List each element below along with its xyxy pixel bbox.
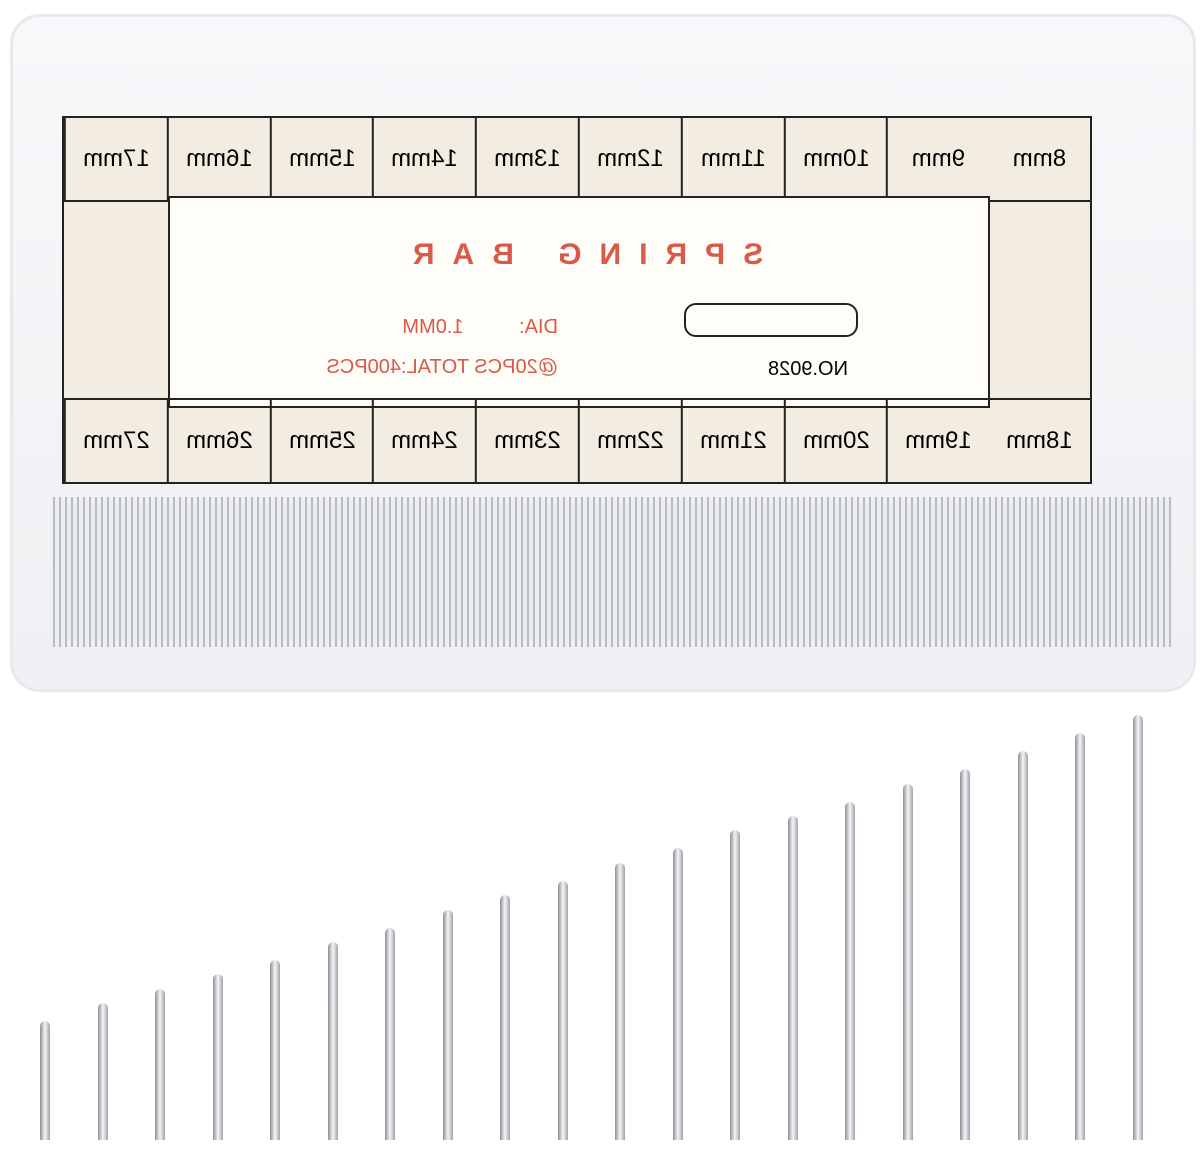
bulk-pins bbox=[53, 497, 1173, 647]
spring-bar bbox=[557, 880, 568, 1140]
quantity-text: @20PCS TOTAL:400PCS bbox=[326, 356, 558, 378]
spring-bar bbox=[442, 909, 453, 1140]
size-cell: 27mm bbox=[64, 400, 167, 482]
size-cell: 23mm bbox=[475, 400, 578, 482]
size-cell: 26mm bbox=[166, 400, 270, 482]
spring-bar bbox=[385, 927, 395, 1140]
label-center: SPRING BAR DIA: 1.0MM @20PCS TOTAL:400PC… bbox=[168, 196, 990, 408]
size-cell: 9mm bbox=[886, 118, 990, 200]
size-cell: 16mm bbox=[166, 118, 270, 200]
size-cell: 15mm bbox=[269, 118, 373, 200]
top-size-row: 17mm 16mm 15mm 14mm 13mm 12mm 11mm 10mm … bbox=[64, 118, 1090, 202]
size-cell: 11mm bbox=[680, 118, 784, 200]
size-cell: 22mm bbox=[577, 400, 681, 482]
size-cell: 21mm bbox=[680, 400, 784, 482]
spring-bar-icon bbox=[684, 303, 858, 337]
spring-bar bbox=[672, 848, 683, 1140]
size-cell: 12mm bbox=[577, 118, 681, 200]
spring-bar bbox=[500, 895, 510, 1140]
size-cell: 20mm bbox=[783, 400, 887, 482]
diameter-text: DIA: 1.0MM bbox=[402, 316, 558, 338]
spring-bar bbox=[960, 769, 970, 1140]
spring-bar-lineup bbox=[40, 700, 1170, 1140]
size-cell: 10mm bbox=[783, 118, 887, 200]
size-cell: 25mm bbox=[269, 400, 373, 482]
spring-bar bbox=[1017, 751, 1028, 1140]
size-cell: 13mm bbox=[475, 118, 578, 200]
size-cell: 8mm bbox=[1012, 145, 1067, 172]
spring-bar bbox=[902, 783, 913, 1140]
spring-bar bbox=[845, 801, 855, 1140]
spring-bar bbox=[1075, 733, 1085, 1140]
spring-bar bbox=[270, 960, 280, 1140]
size-cell: 17mm bbox=[64, 118, 167, 200]
spring-bar bbox=[212, 974, 223, 1140]
bottom-size-row: 27mm 26mm 25mm 24mm 23mm 22mm 21mm 20mm … bbox=[64, 398, 1090, 482]
spring-bar bbox=[40, 1021, 50, 1140]
spring-bar bbox=[327, 942, 338, 1140]
spring-bar bbox=[97, 1003, 108, 1140]
size-cell: 18mm bbox=[1006, 427, 1073, 454]
spring-bar bbox=[1132, 715, 1143, 1140]
label-title: SPRING BAR bbox=[394, 238, 764, 271]
product-label: 17mm 16mm 15mm 14mm 13mm 12mm 11mm 10mm … bbox=[62, 116, 1092, 484]
size-cell: 19mm bbox=[886, 400, 990, 482]
spring-bar bbox=[155, 988, 165, 1140]
spring-bar bbox=[730, 830, 740, 1140]
spring-bar bbox=[787, 816, 798, 1140]
size-cell: 24mm bbox=[372, 400, 476, 482]
model-number: NO.9028 bbox=[767, 358, 848, 380]
spring-bar bbox=[615, 862, 625, 1140]
size-cell: 14mm bbox=[372, 118, 476, 200]
